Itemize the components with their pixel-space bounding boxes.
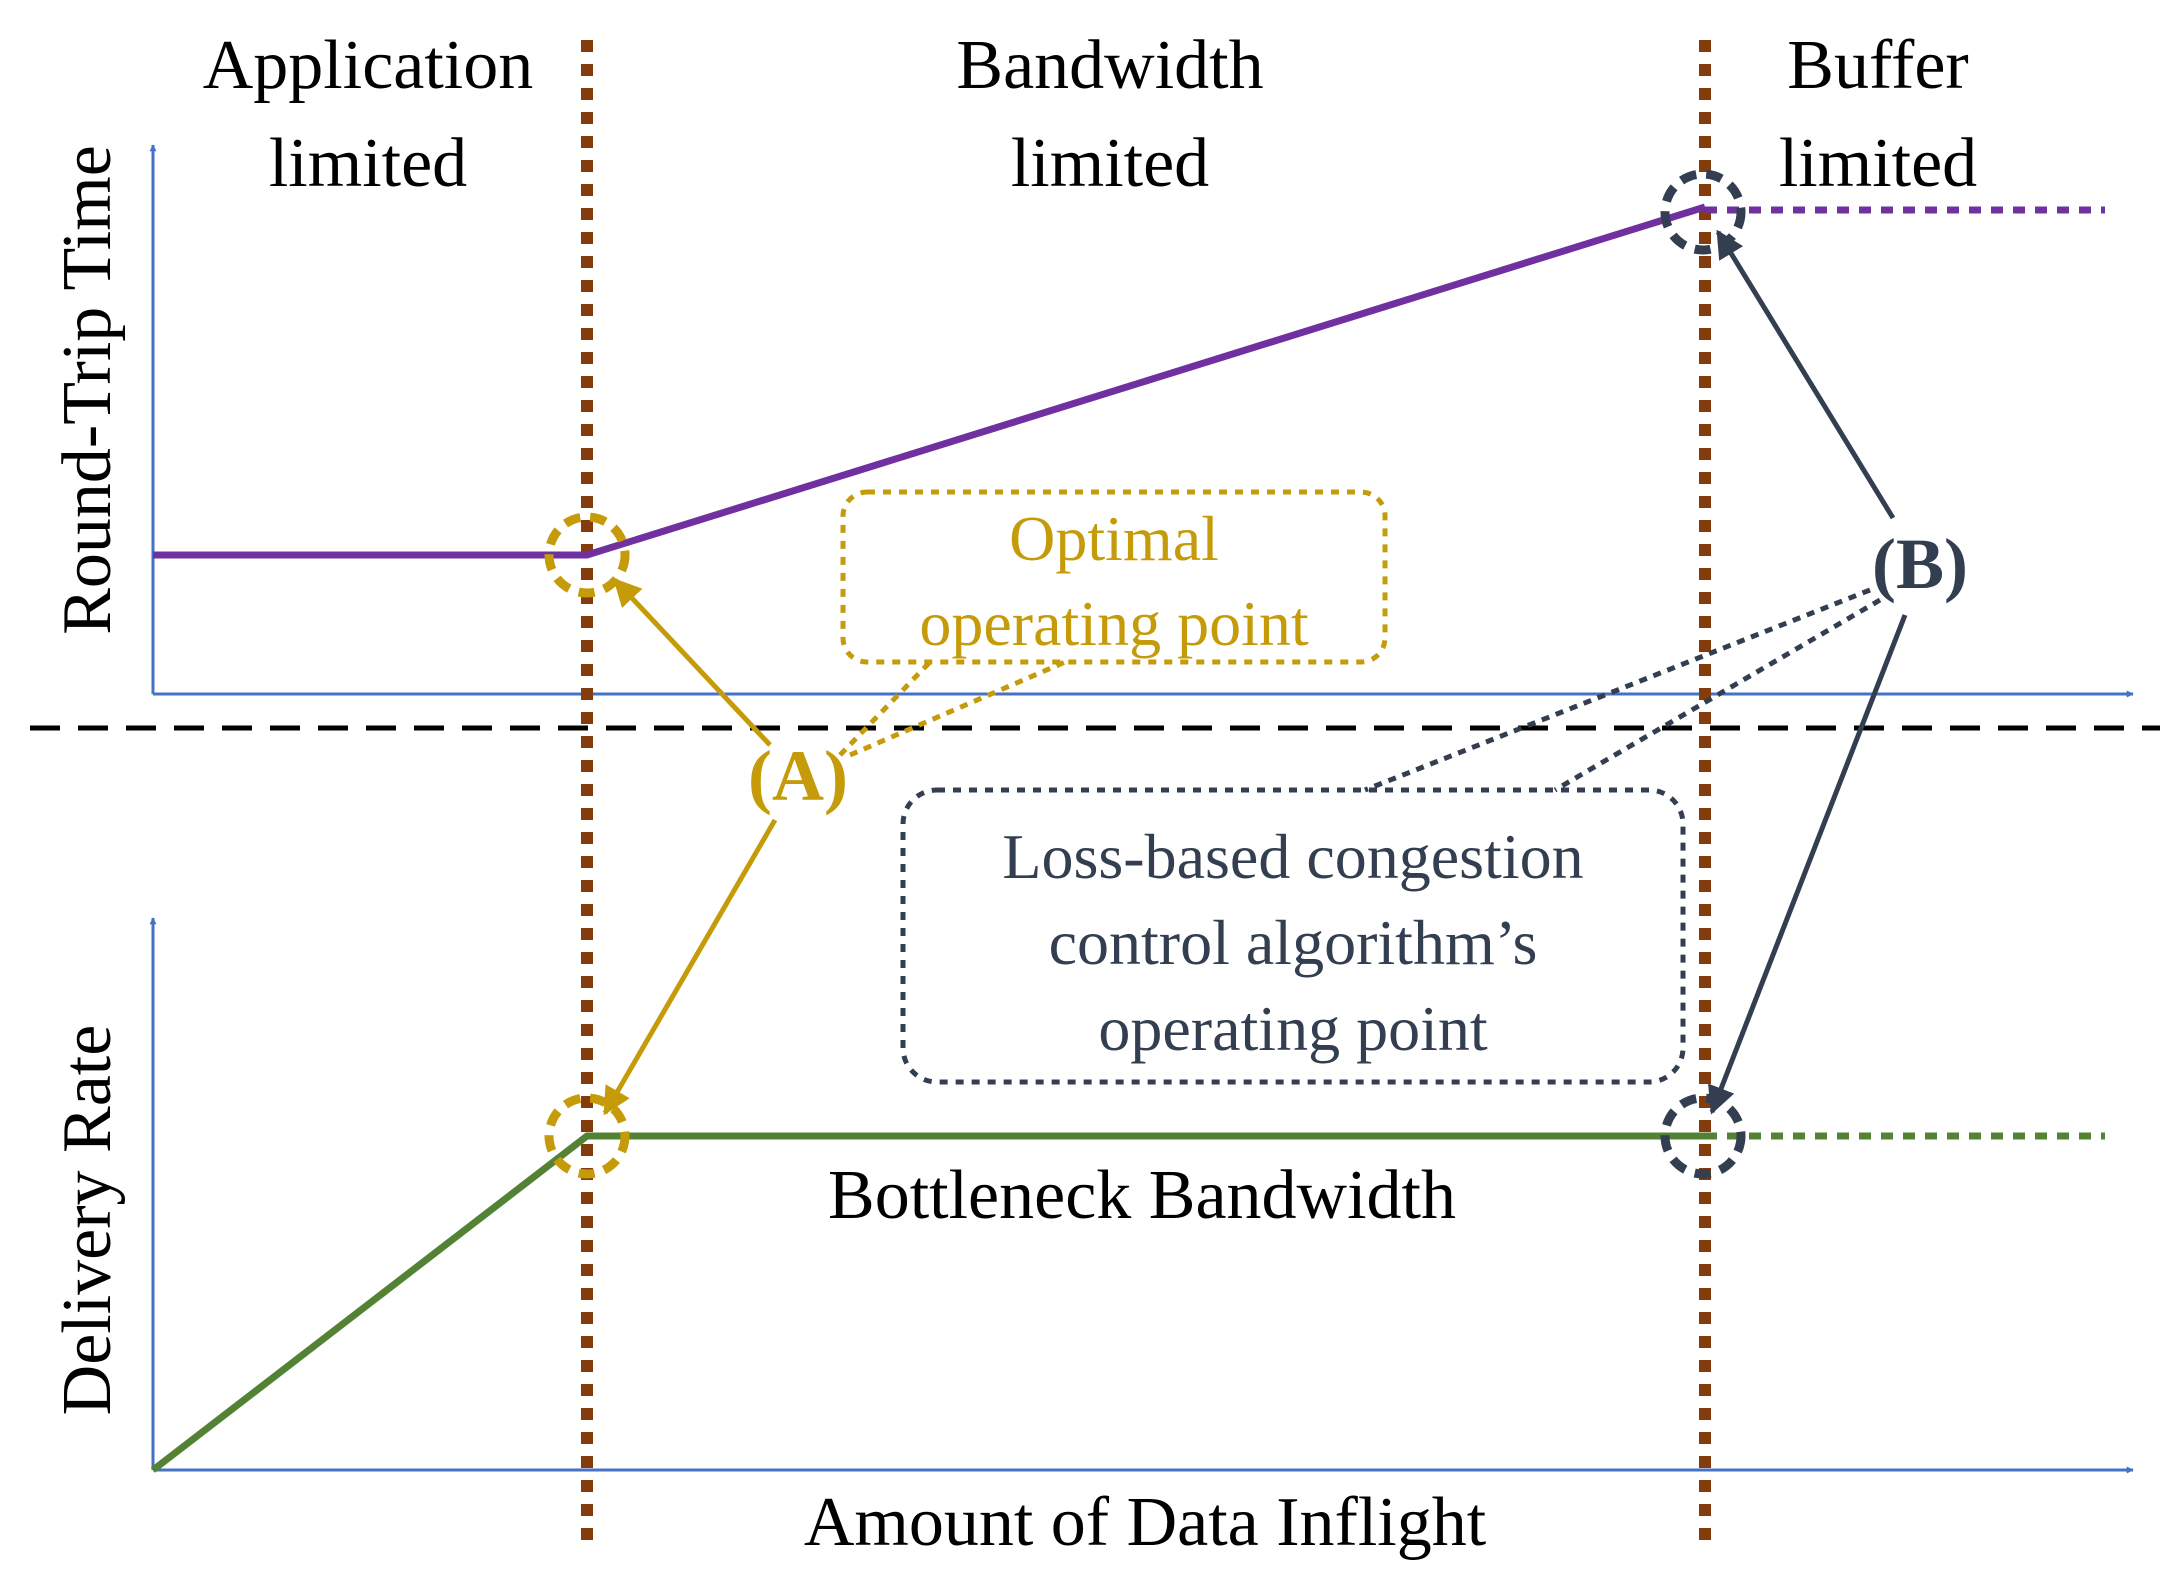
- optimal-point-delivery-marker: [544, 1093, 630, 1179]
- arrow-a-to-delivery-optimal: [602, 818, 778, 1116]
- region-label-application: Application: [203, 27, 533, 104]
- loss-callout-line2: control algorithm’s: [1049, 907, 1538, 978]
- connector-b-to-loss-box: [1364, 587, 1871, 793]
- loss-callout-line3: operating point: [1098, 993, 1487, 1064]
- loss-point-rtt-marker: [1660, 169, 1746, 255]
- connector-b-to-loss-box-2: [1553, 597, 1882, 793]
- region-label-buffer: Buffer: [1787, 27, 1968, 104]
- loss-callout-line1: Loss-based congestion: [1002, 821, 1583, 892]
- marker-b-label: (B): [1872, 524, 1968, 604]
- arrow-a-to-rtt-optimal: [613, 577, 772, 747]
- arrow-b-to-rtt-loss: [1715, 229, 1896, 520]
- connector-a-to-optimal-box-2: [838, 660, 932, 757]
- loss-point-delivery-marker: [1660, 1093, 1746, 1179]
- region-label-application-line2: limited: [269, 125, 467, 202]
- delivery-axis-label: Delivery Rate: [49, 1025, 126, 1416]
- x-axis-label: Amount of Data Inflight: [804, 1484, 1487, 1561]
- optimal-callout-box: [840, 489, 1388, 665]
- delivery-rate-curve: [150, 1132, 1705, 1473]
- rtt-axis-label: Round-Trip Time: [49, 145, 126, 635]
- optimal-callout-line2: operating point: [919, 588, 1308, 659]
- optimal-point-rtt-marker: [544, 512, 630, 598]
- arrow-b-to-delivery-loss: [1708, 614, 1908, 1115]
- bottleneck-bandwidth-label: Bottleneck Bandwidth: [828, 1157, 1456, 1234]
- optimal-callout-line1: Optimal: [1009, 503, 1219, 574]
- marker-a-label: (A): [748, 736, 848, 816]
- region-label-buffer-line2: limited: [1779, 125, 1977, 202]
- region-label-bandwidth-line2: limited: [1011, 125, 1209, 202]
- loss-callout-box: [900, 787, 1686, 1085]
- region-label-bandwidth: Bandwidth: [956, 27, 1263, 104]
- rtt-curve: [153, 203, 1707, 559]
- connector-a-to-optimal-box: [849, 659, 1066, 758]
